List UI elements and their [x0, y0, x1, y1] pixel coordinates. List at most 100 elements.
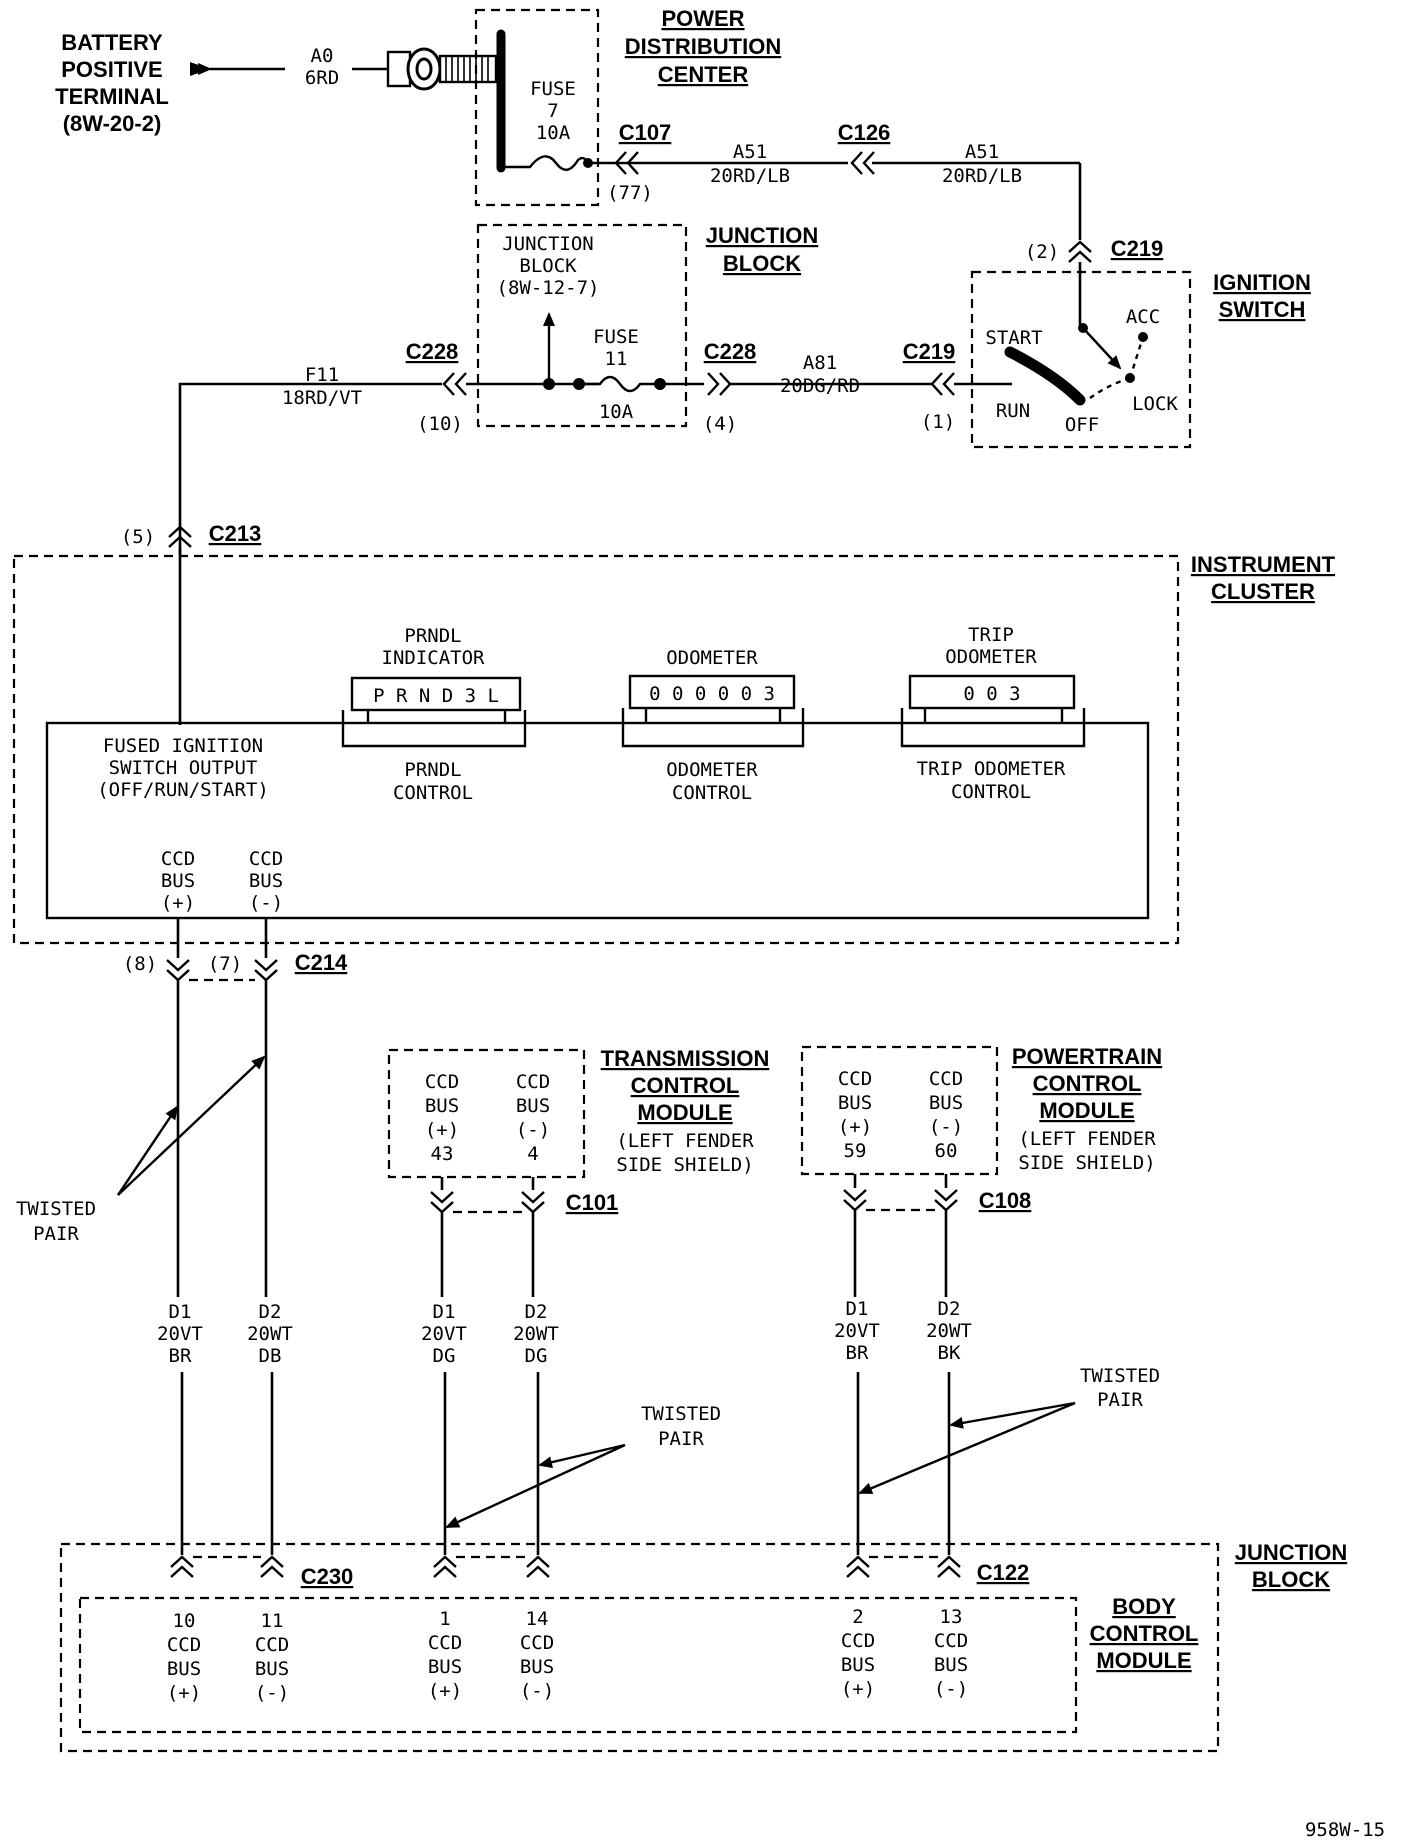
- svg-text:(+): (+): [425, 1119, 459, 1141]
- svg-text:TRANSMISSION: TRANSMISSION: [601, 1046, 770, 1071]
- twisted-left-arrow-2: [117, 1055, 266, 1196]
- svg-text:60: 60: [935, 1140, 958, 1162]
- svg-text:(LEFT FENDER: (LEFT FENDER: [1018, 1128, 1156, 1150]
- prndl-display-text: P R N D 3 L: [373, 685, 499, 707]
- svg-text:BLOCK: BLOCK: [519, 255, 577, 277]
- cluster-ccd-plus-label: CCD BUS (+): [161, 848, 195, 914]
- battery-label: BATTERY POSITIVE TERMINAL (8W-20-2): [55, 30, 169, 136]
- c122-plus-connector-icon: [846, 1555, 870, 1578]
- c219-top-label: C219: [1111, 236, 1164, 261]
- prndl-indicator-title: PRNDL INDICATOR: [382, 625, 486, 669]
- fuse-7-icon: [501, 155, 640, 171]
- svg-text:CCD: CCD: [516, 1071, 550, 1093]
- svg-text:BUS: BUS: [255, 1658, 289, 1680]
- wire-label-1: D1 20VT BR: [157, 1301, 203, 1367]
- svg-text:CONTROL: CONTROL: [951, 781, 1031, 803]
- svg-text:(+): (+): [841, 1678, 875, 1700]
- svg-text:BUS: BUS: [841, 1654, 875, 1676]
- svg-text:(8W-12-7): (8W-12-7): [497, 277, 600, 299]
- svg-text:CONTROL: CONTROL: [393, 782, 473, 804]
- svg-text:TRIP: TRIP: [968, 624, 1014, 646]
- pdc-fuse-label: FUSE 7 10A: [530, 78, 576, 144]
- bcm-title: BODY CONTROL MODULE: [1090, 1594, 1199, 1673]
- svg-text:BLOCK: BLOCK: [1252, 1567, 1330, 1592]
- svg-text:14: 14: [526, 1608, 549, 1630]
- svg-text:(+): (+): [838, 1116, 872, 1138]
- svg-text:D1: D1: [846, 1298, 869, 1320]
- svg-text:CONTROL: CONTROL: [631, 1073, 740, 1098]
- odometer-control-label: ODOMETER CONTROL: [666, 759, 758, 804]
- pdc-fuse-node: [583, 158, 593, 168]
- c213-label: C213: [209, 521, 262, 546]
- svg-text:CONTROL: CONTROL: [1090, 1621, 1199, 1646]
- svg-text:BUS: BUS: [425, 1095, 459, 1117]
- svg-text:10: 10: [173, 1610, 196, 1632]
- wire-label-4: D2 20WT DG: [513, 1301, 559, 1367]
- svg-text:A51: A51: [965, 141, 999, 163]
- c219-top-connector-icon: [1068, 240, 1092, 263]
- twisted-right-arrow-1: [949, 1401, 1076, 1429]
- svg-text:20WT: 20WT: [247, 1323, 293, 1345]
- ign-lock-dashed: [1089, 376, 1131, 399]
- fuse-11-label: FUSE 11 10A: [593, 326, 639, 423]
- svg-text:BUS: BUS: [520, 1656, 554, 1678]
- ignition-switch-box: [970, 270, 1192, 449]
- svg-text:BUS: BUS: [929, 1092, 963, 1114]
- svg-text:MODULE: MODULE: [1039, 1098, 1134, 1123]
- twisted-mid-arrow-2: [445, 1443, 626, 1529]
- c219-mid-connector-icon: [930, 372, 955, 396]
- c214-plus-connector-icon: [166, 959, 190, 982]
- odometer-title: ODOMETER: [666, 647, 758, 669]
- c228-left-connector-icon: [442, 372, 467, 396]
- jb-bottom-box: [59, 1542, 1220, 1753]
- svg-text:BUS: BUS: [428, 1656, 462, 1678]
- c126-connector-icon: [850, 151, 875, 175]
- c214-pin-a: (8): [123, 953, 157, 975]
- svg-text:D2: D2: [259, 1301, 282, 1323]
- svg-text:7: 7: [547, 100, 558, 122]
- bcm-pin-11: 11 CCD BUS (-): [255, 1610, 289, 1704]
- svg-text:JUNCTION: JUNCTION: [706, 223, 818, 248]
- svg-text:FUSED IGNITION: FUSED IGNITION: [103, 735, 263, 757]
- wire-a51-left-label: A51 20RD/LB: [710, 141, 790, 187]
- c219-mid-label: C219: [903, 339, 956, 364]
- svg-text:ODOMETER: ODOMETER: [666, 759, 758, 781]
- svg-text:PRNDL: PRNDL: [404, 759, 461, 781]
- pcm-title: POWERTRAIN CONTROL MODULE (LEFT FENDER S…: [1012, 1044, 1162, 1174]
- pcm-box: [800, 1045, 999, 1176]
- wire-label-5: D1 20VT BR: [834, 1298, 880, 1364]
- svg-text:6RD: 6RD: [305, 67, 339, 89]
- instrument-cluster-box: [12, 554, 1180, 945]
- twisted-mid-arrow-1: [538, 1443, 626, 1469]
- svg-text:(+): (+): [167, 1682, 201, 1704]
- svg-text:SWITCH OUTPUT: SWITCH OUTPUT: [109, 757, 258, 779]
- svg-text:CCD: CCD: [428, 1632, 462, 1654]
- svg-text:TWISTED: TWISTED: [16, 1198, 96, 1220]
- svg-text:20VT: 20VT: [421, 1323, 467, 1345]
- svg-text:20VT: 20VT: [157, 1323, 203, 1345]
- wire-a51-right-label: A51 20RD/LB: [942, 141, 1022, 187]
- svg-text:SIDE SHIELD): SIDE SHIELD): [616, 1154, 753, 1176]
- svg-text:CLUSTER: CLUSTER: [1211, 579, 1315, 604]
- svg-text:CCD: CCD: [167, 1634, 201, 1656]
- svg-text:BK: BK: [938, 1342, 961, 1364]
- bcm-pin-13: 13 CCD BUS (-): [934, 1606, 968, 1700]
- c101-minus-connector-icon: [521, 1191, 545, 1214]
- svg-text:POWERTRAIN: POWERTRAIN: [1012, 1044, 1162, 1069]
- ignition-switch-title: IGNITION SWITCH: [1213, 270, 1311, 322]
- odometer-display-text: 0 0 0 0 0 3: [649, 683, 775, 705]
- svg-text:DB: DB: [259, 1345, 282, 1367]
- c108-plus-connector-icon: [843, 1189, 867, 1212]
- odometer-display: [628, 674, 796, 710]
- c122-minus-connector-icon: [937, 1555, 961, 1578]
- svg-text:CCD: CCD: [161, 848, 195, 870]
- jb-top-inner-label: JUNCTION BLOCK (8W-12-7): [497, 233, 600, 299]
- svg-text:CENTER: CENTER: [658, 62, 749, 87]
- svg-text:20RD/LB: 20RD/LB: [942, 165, 1022, 187]
- fused-ignition-label: FUSED IGNITION SWITCH OUTPUT (OFF/RUN/ST…: [97, 735, 269, 801]
- c230-plus-connector-icon: [170, 1555, 194, 1578]
- c228-left-label: C228: [406, 339, 459, 364]
- ign-start-run-arc: [1004, 346, 1086, 406]
- svg-text:CCD: CCD: [520, 1632, 554, 1654]
- c107-label: C107: [619, 120, 672, 145]
